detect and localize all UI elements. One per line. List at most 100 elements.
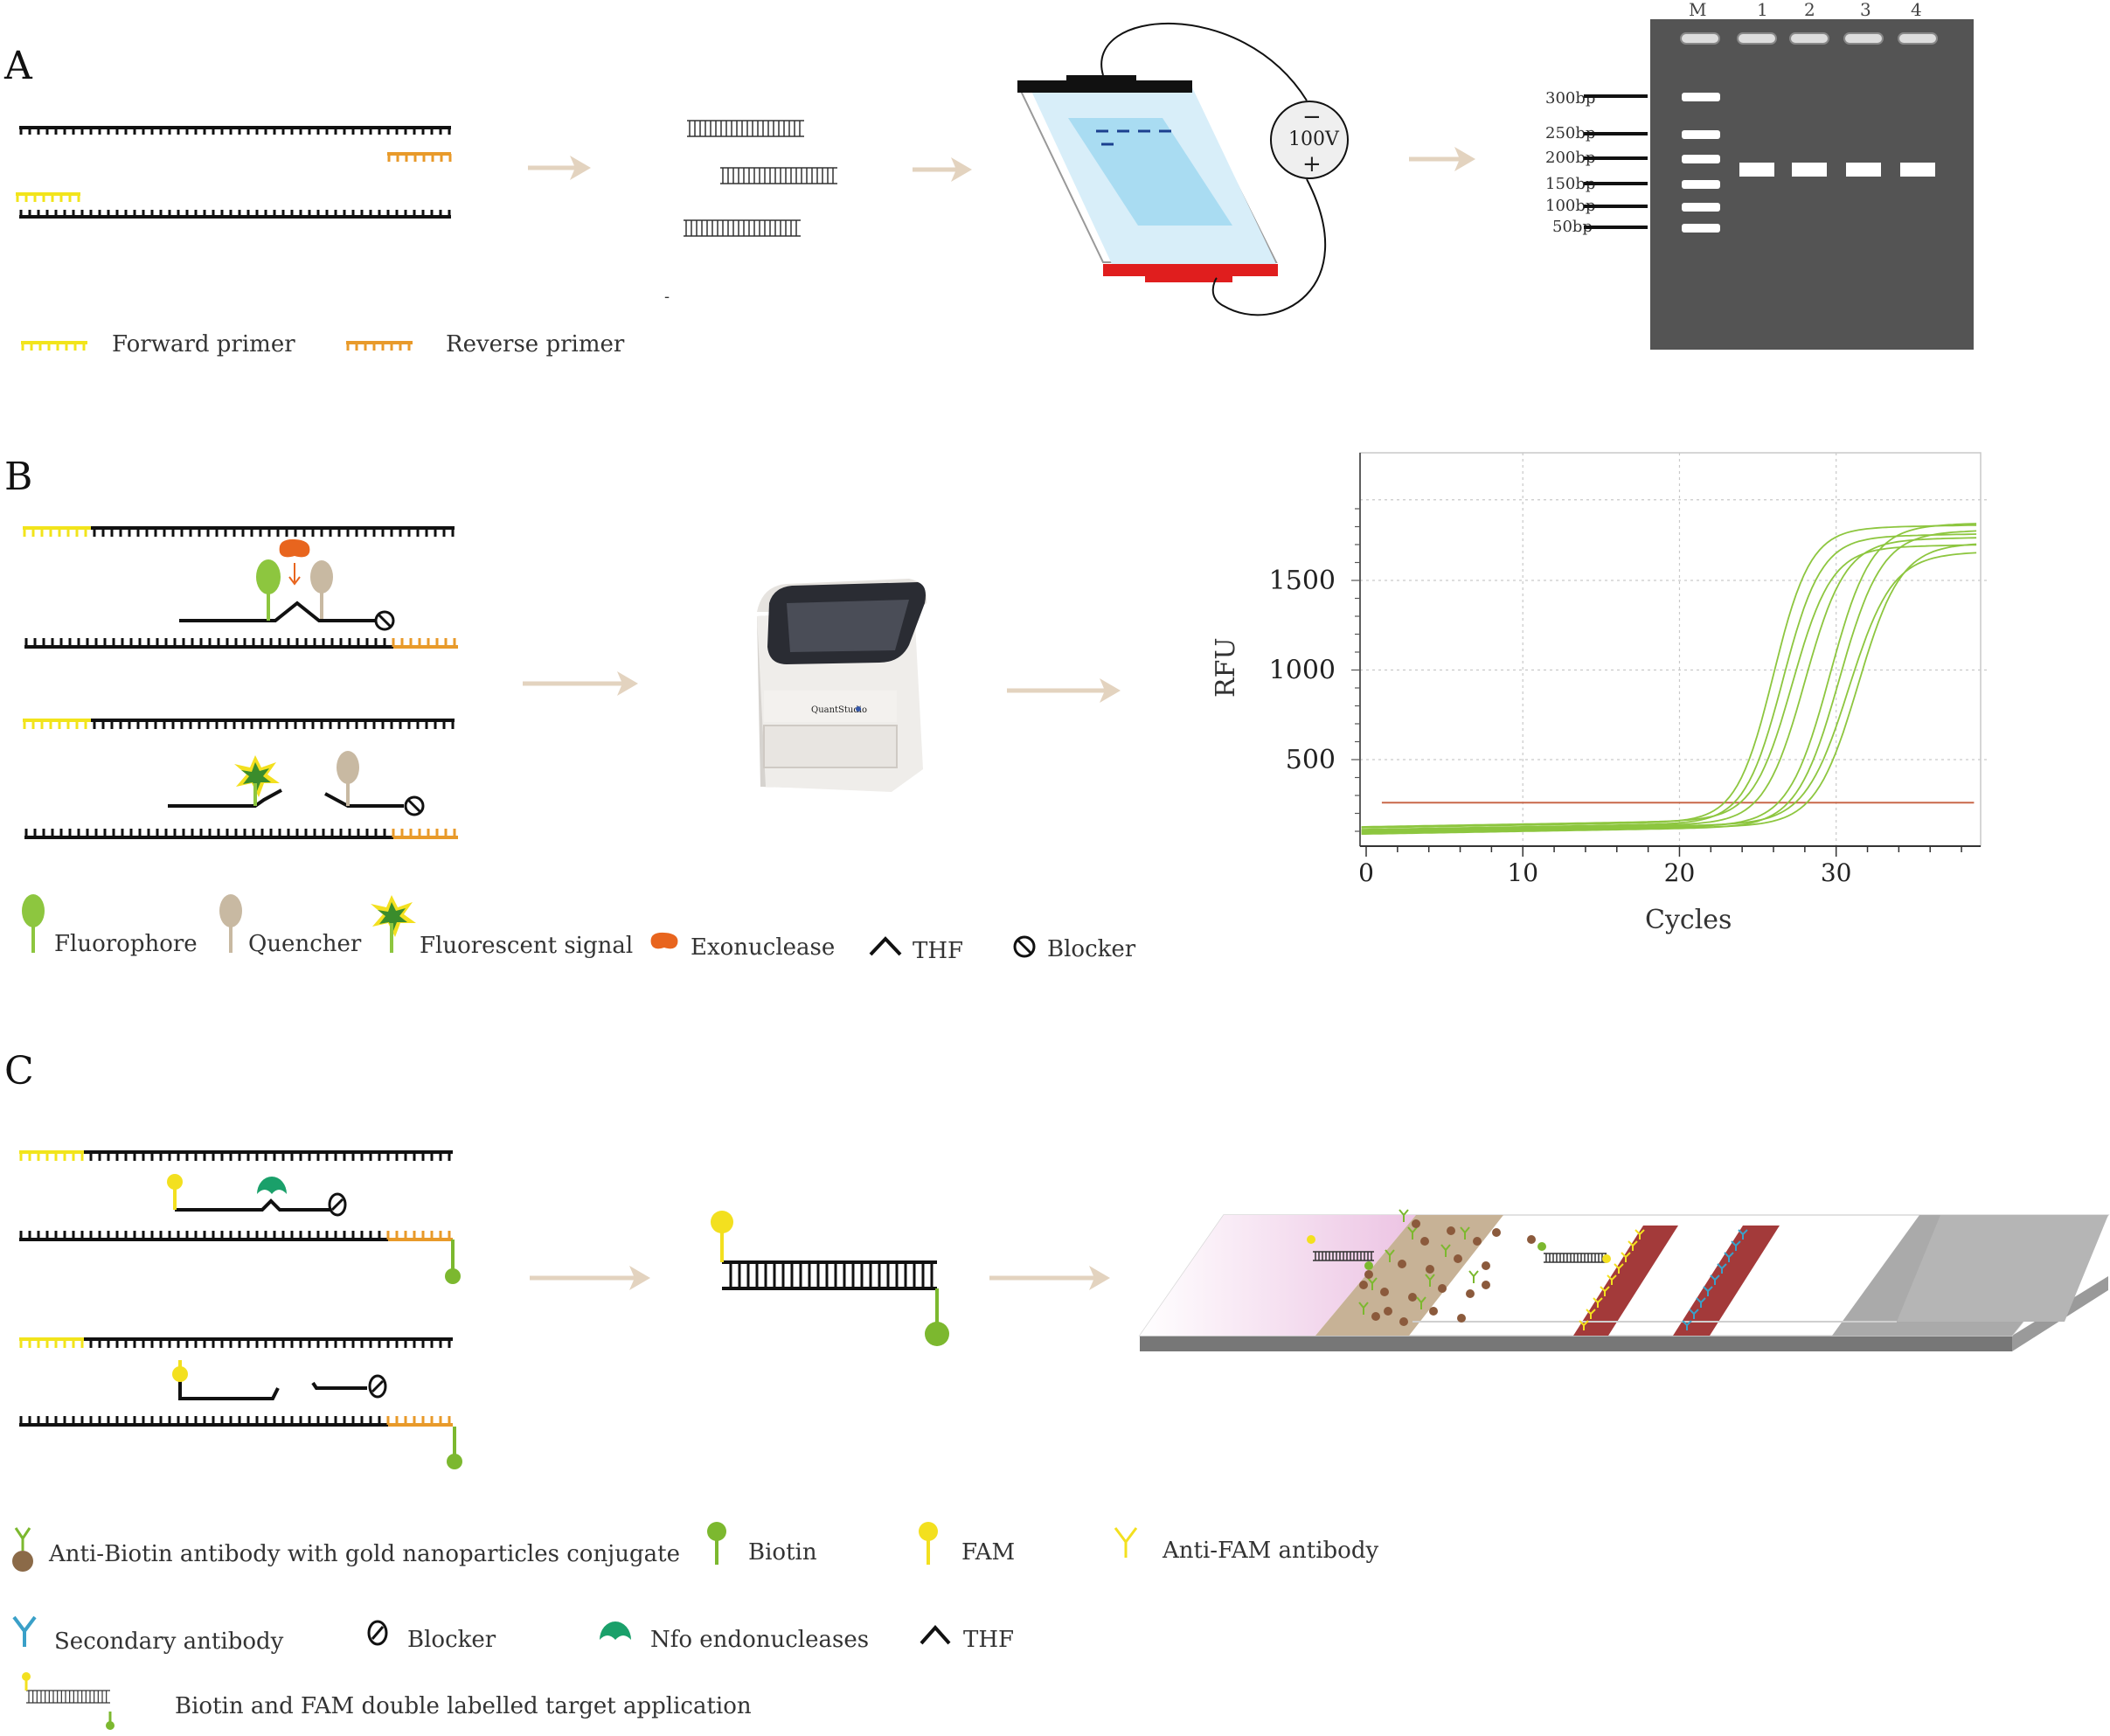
legend-reverse-primer: Reverse primer [446,331,625,358]
dna-strand-top [19,126,451,135]
dna-strands [23,526,458,839]
antibody-mark [1358,1302,1369,1315]
gold-nanoparticle-conjugates [1307,1209,1501,1326]
legend-thf: THF [913,938,963,964]
anti-fam-antibody [1600,1286,1610,1296]
sample-bands [1096,129,1171,146]
chart-axes [1351,453,1981,857]
power-minus: − [1302,104,1322,130]
arrow-head [951,157,972,182]
biotin-icon [925,1322,949,1346]
thf-icon [920,1624,951,1645]
power-supply [1270,101,1349,179]
antibody-mark [1399,1209,1409,1222]
amplicon-duplex [722,1260,937,1290]
ladder-label: 200bp [1545,149,1595,167]
arrow-head [570,156,591,180]
ladder-label: 250bp [1545,124,1595,142]
flow-arrow [1409,147,1475,171]
fluorophore-icon [256,559,281,594]
antibody-mark [1425,1274,1435,1287]
gold-nanoparticle [1398,1260,1406,1268]
legend-thf: THF [963,1627,1014,1653]
lane-label: 4 [1911,0,1922,20]
secondary-antibody [1724,1252,1734,1262]
quencher-icon [219,894,242,927]
lane-label: M [1689,0,1706,20]
ladder-band [1682,93,1720,101]
instrument-brand: QuantStudio [811,705,867,715]
ladder-label: 100bp [1545,197,1595,215]
fam-mark [1602,1254,1611,1263]
ladder-band [1682,130,1720,139]
gold-nanoparticle [1482,1281,1490,1289]
gold-nanoparticle-icon [12,1551,33,1572]
flow-arrow [528,156,591,180]
gold-nanoparticle [1492,1228,1501,1237]
gel-well [1898,32,1938,45]
dna-strand-bottom [19,210,451,219]
cathode-bar [1017,80,1192,93]
gold-nanoparticle [1454,1254,1462,1263]
secondary-antibody [1689,1309,1699,1319]
nfo-endonuclease-icon [600,1621,631,1640]
anti-fam-antibody [1621,1252,1631,1262]
amplification-curve [1361,533,1977,830]
secondary-antibody [1738,1229,1748,1240]
gold-nanoparticle [1420,1237,1429,1246]
nfo-endonuclease-icon [257,1177,287,1194]
gold-nanoparticle [1399,1317,1408,1326]
secondary-antibody [1703,1286,1713,1296]
chart-gridlines [1360,453,1989,846]
anti-fam-antibodies [1579,1229,1645,1330]
fam-icon [919,1522,938,1541]
ladder-label: 300bp [1545,89,1595,108]
ladder-band [1682,203,1720,212]
flow-arrow [1007,678,1121,703]
secondary-antibody-icon [12,1615,37,1647]
gold-nanoparticle [1429,1307,1438,1316]
antibody-mark [1407,1226,1418,1240]
ladder-band [1682,224,1720,233]
panel-c: Anti-Biotin antibody with gold nanoparti… [12,1150,2110,1730]
lane-label: 3 [1860,0,1871,20]
ladder-band [1682,180,1720,189]
thf-icon [869,936,902,956]
anti-fam-antibody [1593,1297,1603,1308]
sample-band [1900,163,1935,177]
gel-well [1789,32,1829,45]
labelled-amplicon [711,1211,949,1346]
quencher-icon [337,751,359,784]
ladder-size-labels: 300bp 250bp 200bp 150bp 100bp 50bp [1545,89,1648,236]
anti-fam-antibody [1586,1309,1596,1319]
panel-label-b: B [4,455,32,499]
fam-icon [172,1366,188,1382]
sample-band [1846,163,1881,177]
cleaved-probe [172,1360,387,1400]
anti-fam-antibody [1607,1274,1617,1285]
amplification-curve [1361,537,1977,831]
chart-plot-area [1359,452,1982,847]
gel-well [1680,32,1720,45]
lane-label: 2 [1804,0,1815,20]
panel-a: - − 100V + [16,0,1974,358]
qpcr-instrument: QuantStudio [757,579,927,792]
legend-nfo: Nfo endonucleases [650,1627,869,1653]
legend-fluorophore: Fluorophore [54,931,198,957]
anode-bar [1103,264,1278,276]
fam-mark [1307,1235,1315,1244]
x-tick-label: 30 [1821,858,1852,887]
gel-well [1843,32,1884,45]
legend-fam: FAM [961,1539,1015,1566]
anti-biotin-antibody-icon [14,1527,31,1551]
amplification-curves [1361,523,1977,836]
antibody-mark [1416,1296,1426,1309]
legend-b: Fluorophore Quencher Fluorescent signal … [22,894,1136,964]
gold-nanoparticle [1438,1284,1447,1293]
biotin-icon [445,1268,461,1284]
sample-band [1739,163,1774,177]
amplification-curve [1361,523,1977,833]
double-labelled-target-icon [26,1690,110,1704]
exonuclease-icon [650,932,678,949]
